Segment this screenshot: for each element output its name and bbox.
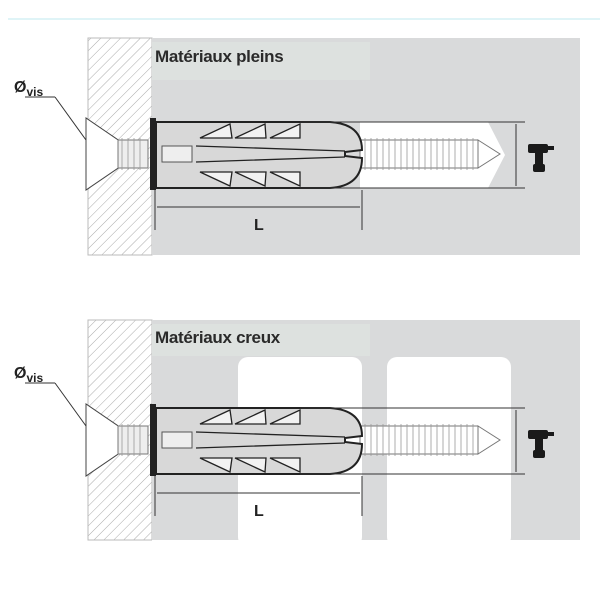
- panel-hollow-materials: Matériaux creux Øvis L: [14, 319, 580, 548]
- length-label: L: [254, 217, 264, 234]
- dimension-lines: [25, 96, 525, 230]
- panel-title: Matériaux creux: [155, 328, 281, 347]
- dimension-lines: [25, 382, 525, 516]
- diameter-label: Øvis: [14, 365, 43, 385]
- length-label: L: [254, 503, 264, 520]
- title-box: [152, 324, 370, 356]
- panel-solid-materials: Matériaux pleins Øvis L: [14, 37, 580, 256]
- title-box: [152, 42, 370, 80]
- panel-title: Matériaux pleins: [155, 47, 283, 66]
- diameter-label: Øvis: [14, 79, 43, 99]
